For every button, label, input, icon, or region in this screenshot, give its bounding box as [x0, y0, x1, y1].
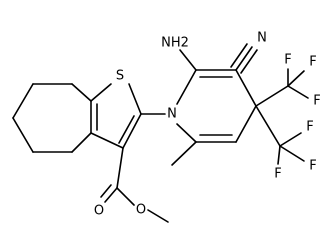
amino-group-label: NH2	[161, 36, 189, 51]
ester-oxygen-label: O	[136, 203, 146, 218]
bond	[235, 105, 257, 143]
bond	[122, 113, 142, 149]
bond	[287, 70, 305, 87]
bond	[116, 187, 135, 206]
chemical-structure: S N NH2 N O O F F F F F F	[12, 31, 321, 223]
bond	[255, 85, 289, 107]
bond	[71, 83, 92, 102]
bond	[12, 117, 34, 153]
atom-labels: S N NH2 N O O F F F F F F	[94, 31, 321, 219]
sulfur-atom-label: S	[116, 69, 124, 84]
bond	[235, 46, 253, 71]
bond	[255, 105, 281, 147]
carbonyl-oxygen-label: O	[94, 204, 104, 219]
fluorine-atom-label: F	[313, 94, 320, 109]
bond	[179, 49, 197, 71]
bond	[176, 69, 197, 105]
bond	[277, 145, 281, 165]
bond	[104, 187, 118, 203]
bond	[71, 132, 92, 153]
bond	[12, 83, 34, 119]
bond	[90, 132, 124, 149]
bond	[118, 115, 135, 144]
bond	[235, 69, 257, 107]
bond	[147, 209, 169, 223]
bond	[176, 123, 197, 143]
fluorine-atom-label: F	[284, 53, 291, 68]
bond	[230, 43, 248, 68]
bond	[90, 83, 112, 102]
fluorine-atom-label: F	[309, 55, 316, 70]
fluorine-atom-label: F	[306, 120, 313, 135]
bond-lines	[12, 43, 309, 223]
bond	[279, 132, 302, 147]
bond	[240, 49, 258, 74]
ring-nitrogen-label: N	[167, 107, 177, 122]
bond	[100, 184, 112, 198]
fluorine-atom-label: F	[309, 159, 316, 174]
bond	[287, 85, 309, 99]
bond	[128, 83, 142, 115]
fluorine-atom-label: F	[274, 167, 281, 182]
bond	[116, 147, 124, 189]
bond	[171, 141, 197, 166]
bond	[279, 145, 305, 162]
nitrile-nitrogen-label: N	[257, 31, 267, 46]
